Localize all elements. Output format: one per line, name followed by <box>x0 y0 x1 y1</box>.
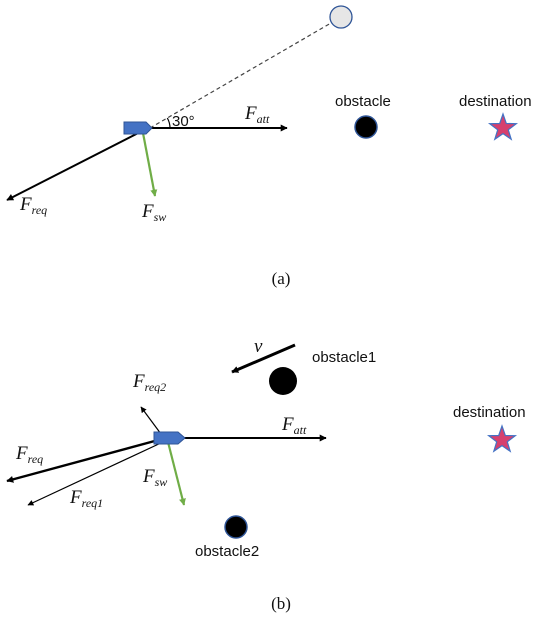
angle-arc <box>166 117 171 129</box>
caption-b: (b) <box>271 594 291 613</box>
obstacle-label: obstacle <box>335 93 391 110</box>
obstacle1-marker <box>269 367 297 395</box>
f-req-arrow <box>6 127 149 201</box>
velocity-arrow <box>231 343 296 374</box>
destination-star-icon-b <box>486 424 518 453</box>
vessel-icon <box>123 121 153 135</box>
panel-a: obstacle destination 30° Fatt Freq Fsw (… <box>6 5 532 288</box>
f-req-label: Freq <box>19 194 47 217</box>
destination-star-icon <box>487 112 519 141</box>
obstacle1-label: obstacle1 <box>312 349 376 366</box>
velocity-label: v <box>254 336 263 357</box>
caption-a: (a) <box>272 269 291 288</box>
obstacle2-marker <box>224 515 248 539</box>
f-att-label-b: Fatt <box>281 414 307 437</box>
obstacle2-label: obstacle2 <box>195 543 259 560</box>
angle-label: 30° <box>172 113 195 130</box>
f-sw-label-b: Fsw <box>142 466 167 489</box>
f-req1-label: Freq1 <box>69 487 103 510</box>
destination-label: destination <box>459 93 532 110</box>
f-req-label-b: Freq <box>15 443 43 466</box>
f-req1-arrow <box>27 441 164 506</box>
f-req-arrow-b <box>6 437 163 483</box>
obstacle-marker <box>354 115 378 139</box>
f-req2-arrow <box>140 406 162 435</box>
f-sw-label: Fsw <box>141 201 166 224</box>
panel-b: v obstacle1 obstacle2 destination Freq2 … <box>6 336 526 613</box>
f-att-label: Fatt <box>244 103 270 126</box>
ghost-position-circle <box>329 5 353 29</box>
destination-label-b: destination <box>453 404 526 421</box>
f-sw-arrow <box>141 132 158 197</box>
vessel-icon-b <box>153 431 186 445</box>
f-sw-arrow-b <box>166 441 186 506</box>
f-req2-label: Freq2 <box>132 371 166 394</box>
